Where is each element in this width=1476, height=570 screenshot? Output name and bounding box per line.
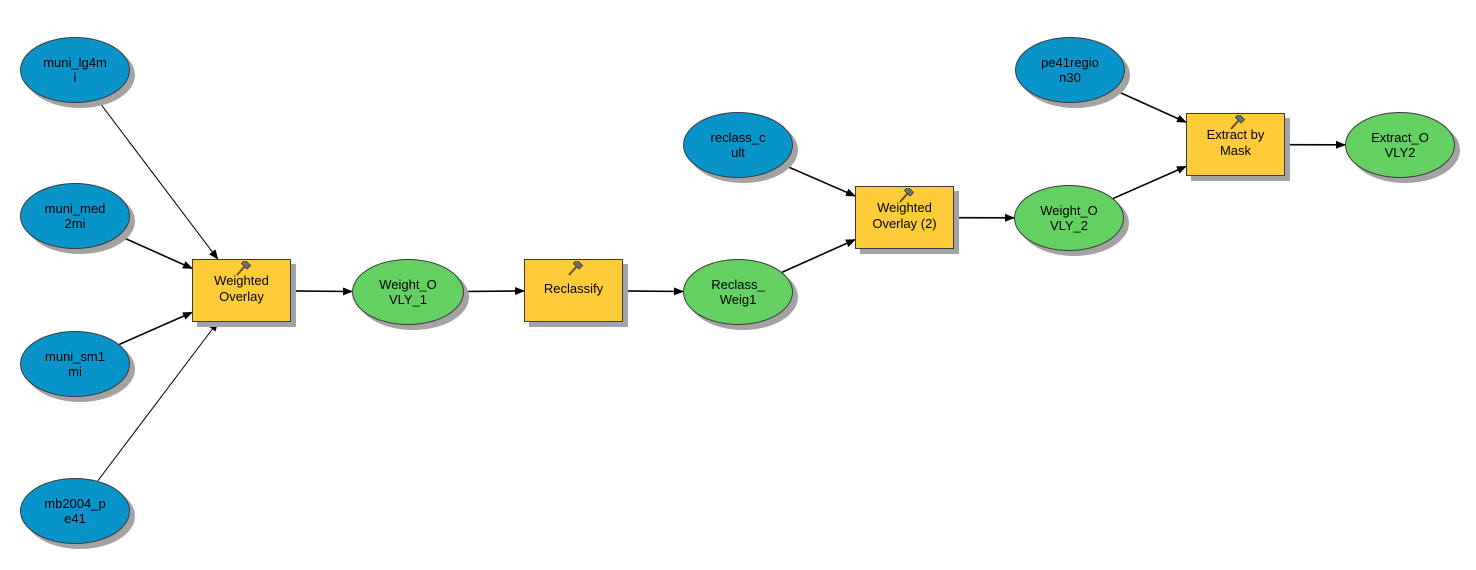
connector-muni_lg4mi-to-weighted_overlay xyxy=(97,99,219,260)
tool-reclassify-label: Reclassify xyxy=(543,281,604,296)
connector-pe41region30-to-extract_by_mask xyxy=(1113,89,1187,123)
hammer-icon xyxy=(898,188,914,203)
hammer-icon xyxy=(235,261,251,276)
input-muni-med2mi-label: muni_med 2mi xyxy=(44,201,106,231)
input-mb2004-pe41[interactable]: mb2004_p e41 xyxy=(20,478,130,544)
input-pe41region30-label: pe41regio n30 xyxy=(1041,55,1099,85)
output-weight-ovly-1[interactable]: Weight_O VLY_1 xyxy=(352,259,464,325)
connector-reclassify-to-reclass_weig1 xyxy=(622,287,685,296)
output-reclass-weig1-label: Reclass_ Weig1 xyxy=(711,277,765,307)
input-reclass-cult[interactable]: reclass_c ult xyxy=(683,112,793,178)
tool-weighted-overlay-label: Weighted Overlay xyxy=(214,273,269,304)
input-muni-lg4mi[interactable]: muni_lg4m i xyxy=(20,37,130,103)
tool-extract-by-mask[interactable]: Extract by Mask xyxy=(1186,113,1285,176)
tool-extract-by-mask-label: Extract by Mask xyxy=(1206,127,1265,158)
tool-weighted-overlay[interactable]: Weighted Overlay xyxy=(192,259,291,322)
connector-reclass_weig1-to-weighted_overlay_2 xyxy=(781,238,856,274)
connector-reclass_cult-to-weighted_overlay_2 xyxy=(782,163,856,197)
input-muni-sm1mi-label: muni_sm1 mi xyxy=(45,349,105,379)
tool-weighted-overlay-2[interactable]: Weighted Overlay (2) xyxy=(855,186,954,249)
tool-weighted-overlay-2-label: Weighted Overlay (2) xyxy=(872,200,937,231)
hammer-icon xyxy=(1229,115,1245,130)
connector-weight_ovly_1-to-reclassify xyxy=(463,287,525,296)
output-extract-ovly2-label: Extract_O VLY2 xyxy=(1371,130,1429,160)
input-pe41region30[interactable]: pe41regio n30 xyxy=(1015,37,1125,103)
input-mb2004-pe41-label: mb2004_p e41 xyxy=(44,496,106,526)
output-weight-ovly-2-label: Weight_O VLY_2 xyxy=(1040,203,1098,233)
output-extract-ovly2[interactable]: Extract_O VLY2 xyxy=(1345,112,1455,178)
input-reclass-cult-label: reclass_c ult xyxy=(710,130,766,160)
connector-weighted_overlay-to-weight_ovly_1 xyxy=(290,287,354,296)
input-muni-med2mi[interactable]: muni_med 2mi xyxy=(20,183,130,249)
connector-muni_sm1mi-to-weighted_overlay xyxy=(118,311,193,346)
hammer-icon xyxy=(567,261,583,276)
connector-mb2004_pe41-to-weighted_overlay xyxy=(97,321,219,482)
connector-muni_med2mi-to-weighted_overlay xyxy=(118,234,193,270)
tool-reclassify[interactable]: Reclassify xyxy=(524,259,623,322)
output-weight-ovly-1-label: Weight_O VLY_1 xyxy=(379,277,437,307)
output-reclass-weig1[interactable]: Reclass_ Weig1 xyxy=(683,259,793,325)
input-muni-lg4mi-label: muni_lg4m i xyxy=(43,55,107,85)
input-muni-sm1mi[interactable]: muni_sm1 mi xyxy=(20,331,130,397)
output-weight-ovly-2[interactable]: Weight_O VLY_2 xyxy=(1014,185,1124,251)
connector-weight_ovly_2-to-extract_by_mask xyxy=(1112,165,1187,200)
